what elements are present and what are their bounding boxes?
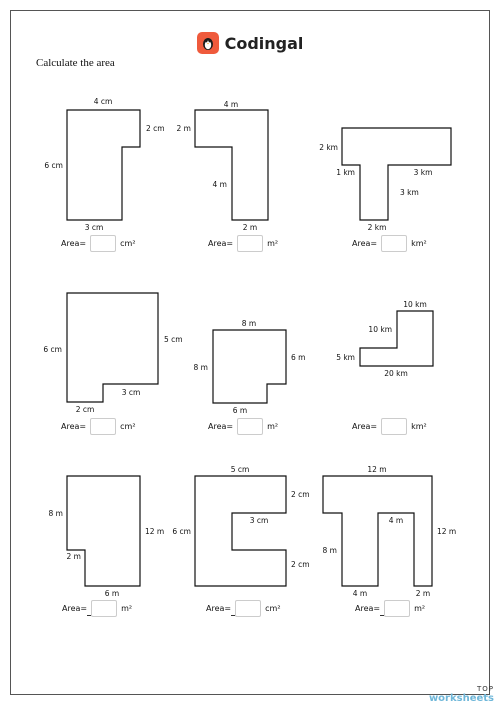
answer-underline bbox=[380, 601, 385, 616]
brand-name: Codingal bbox=[224, 33, 304, 53]
shape-2-label: 2 m bbox=[243, 223, 257, 232]
answer-unit: cm² bbox=[265, 604, 281, 613]
shape-7-label: 2 m bbox=[67, 552, 81, 561]
answer-prefix: Area= bbox=[206, 604, 232, 613]
shape-5-label: 6 m bbox=[233, 406, 247, 415]
answer-row-1: Area= cm² bbox=[61, 235, 136, 252]
answer-unit: m² bbox=[267, 422, 279, 431]
answer-prefix: Area= bbox=[62, 604, 88, 613]
shape-9-label: 2 m bbox=[416, 589, 430, 598]
shape-7 bbox=[66, 475, 141, 587]
shape-1-label: 2 cm bbox=[146, 124, 165, 133]
answer-row-5: Area= m² bbox=[208, 418, 278, 435]
answer-row-6: Area= km² bbox=[352, 418, 427, 435]
shape-4-label: 6 cm bbox=[43, 345, 62, 354]
answer-row-3: Area= km² bbox=[352, 235, 427, 252]
shape-9-label: 12 m bbox=[367, 465, 386, 474]
shape-1 bbox=[66, 109, 141, 221]
shape-3 bbox=[341, 127, 452, 221]
answer-prefix: Area= bbox=[208, 239, 234, 248]
answer-input-box[interactable] bbox=[384, 600, 411, 617]
shape-8-label: 5 cm bbox=[231, 465, 250, 474]
answer-underline bbox=[231, 601, 236, 616]
answer-input-box[interactable] bbox=[381, 235, 408, 252]
answer-input-box[interactable] bbox=[237, 235, 264, 252]
shape-4-label: 5 cm bbox=[164, 335, 183, 344]
answer-prefix: Area= bbox=[355, 604, 381, 613]
shape-9-label: 12 m bbox=[437, 527, 456, 536]
shape-9-label: 8 m bbox=[323, 546, 337, 555]
shape-7-label: 12 m bbox=[145, 527, 164, 536]
worksheet-page bbox=[10, 10, 490, 695]
shape-8-label: 3 cm bbox=[250, 516, 269, 525]
brand-header: Codingal bbox=[0, 32, 500, 54]
shape-3-label: 2 km bbox=[368, 223, 387, 232]
shape-1-label: 3 cm bbox=[85, 223, 104, 232]
answer-input-box[interactable] bbox=[91, 600, 118, 617]
watermark-line-1: TOP bbox=[476, 685, 494, 693]
shape-5-label: 6 m bbox=[291, 353, 305, 362]
answer-unit: m² bbox=[121, 604, 133, 613]
shape-8-label: 6 cm bbox=[172, 527, 191, 536]
answer-row-9: Area= m² bbox=[355, 600, 425, 617]
answer-unit: km² bbox=[411, 239, 427, 248]
answer-unit: m² bbox=[414, 604, 426, 613]
answer-unit: m² bbox=[267, 239, 279, 248]
shape-7-label: 8 m bbox=[49, 509, 63, 518]
instruction-text: Calculate the area bbox=[36, 57, 115, 69]
shape-6 bbox=[359, 310, 434, 367]
shape-6-label: 5 km bbox=[336, 353, 355, 362]
answer-prefix: Area= bbox=[208, 422, 234, 431]
answer-prefix: Area= bbox=[61, 239, 87, 248]
shape-9 bbox=[322, 475, 433, 587]
shape-6-label: 10 km bbox=[368, 325, 392, 334]
shape-3-label: 3 km bbox=[400, 188, 419, 197]
shape-5-label: 8 m bbox=[194, 363, 208, 372]
shape-4 bbox=[66, 292, 159, 403]
shape-5-label: 8 m bbox=[242, 319, 256, 328]
answer-underline bbox=[87, 601, 92, 616]
answer-row-7: Area= m² bbox=[62, 600, 132, 617]
penguin-logo-icon bbox=[196, 32, 219, 54]
shape-8 bbox=[194, 475, 287, 587]
answer-prefix: Area= bbox=[352, 239, 378, 248]
shape-3-label: 2 km bbox=[319, 143, 338, 152]
shape-4-label: 3 cm bbox=[122, 388, 141, 397]
shape-2-label: 2 m bbox=[177, 124, 191, 133]
watermark: TOP worksheets bbox=[428, 685, 494, 704]
shape-4-label: 2 cm bbox=[76, 405, 95, 414]
shape-2 bbox=[194, 109, 269, 221]
answer-prefix: Area= bbox=[61, 422, 87, 431]
answer-prefix: Area= bbox=[352, 422, 378, 431]
answer-row-8: Area= cm² bbox=[206, 600, 281, 617]
answer-input-box[interactable] bbox=[381, 418, 408, 435]
watermark-line-2: worksheets bbox=[428, 693, 494, 704]
shape-9-label: 4 m bbox=[353, 589, 367, 598]
shape-2-label: 4 m bbox=[213, 180, 227, 189]
answer-input-box[interactable] bbox=[90, 418, 117, 435]
shape-2-label: 4 m bbox=[224, 100, 238, 109]
shape-1-label: 6 cm bbox=[44, 161, 63, 170]
shape-3-label: 1 km bbox=[336, 168, 355, 177]
shape-9-label: 4 m bbox=[389, 516, 403, 525]
answer-input-box[interactable] bbox=[235, 600, 262, 617]
shape-6-label: 20 km bbox=[384, 369, 408, 378]
answer-row-2: Area= m² bbox=[208, 235, 278, 252]
answer-row-4: Area= cm² bbox=[61, 418, 136, 435]
shape-6-label: 10 km bbox=[403, 300, 427, 309]
answer-unit: cm² bbox=[120, 422, 136, 431]
shape-8-label: 2 cm bbox=[291, 560, 310, 569]
shape-3-label: 3 km bbox=[414, 168, 433, 177]
shape-1-label: 4 cm bbox=[94, 97, 113, 106]
answer-unit: km² bbox=[411, 422, 427, 431]
shape-8-label: 2 cm bbox=[291, 490, 310, 499]
answer-input-box[interactable] bbox=[237, 418, 264, 435]
answer-input-box[interactable] bbox=[90, 235, 117, 252]
answer-unit: cm² bbox=[120, 239, 136, 248]
shape-5 bbox=[212, 329, 287, 404]
shape-7-label: 6 m bbox=[105, 589, 119, 598]
